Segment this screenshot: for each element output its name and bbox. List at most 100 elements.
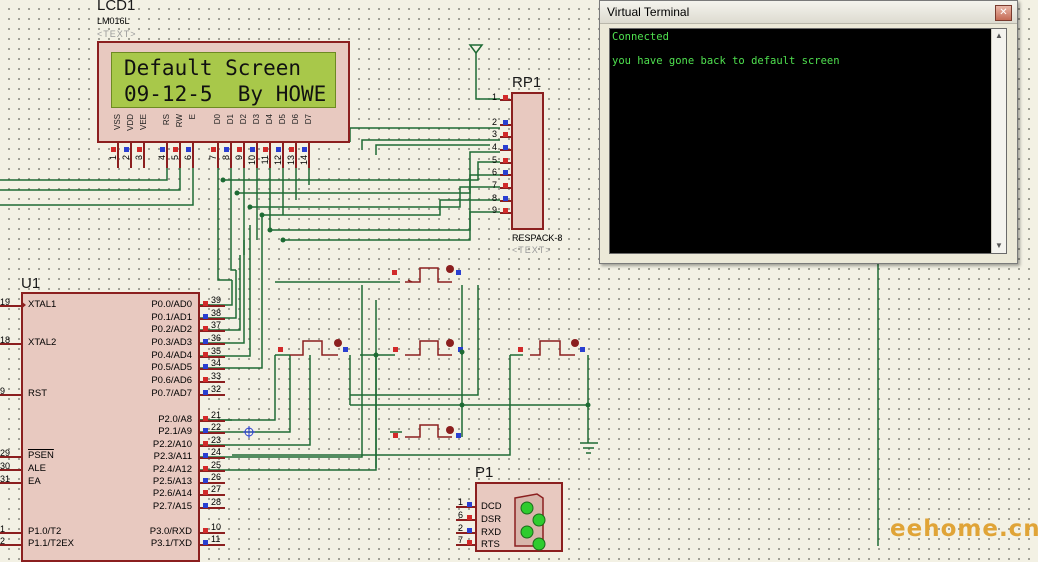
lcd-module[interactable]: Default Screen 09-12-5 By HOWE xyxy=(97,41,350,143)
p1-pin-number: 1 xyxy=(458,497,464,507)
pin-marker xyxy=(503,132,508,137)
lcd-pin-lead xyxy=(192,143,194,168)
pin-marker xyxy=(203,377,208,382)
u1-pin-lead xyxy=(200,381,225,383)
terminal-output[interactable]: Connected you have gone back to default … xyxy=(609,28,1007,254)
lcd-pin-label: RS xyxy=(162,114,171,126)
u1-pin-lead xyxy=(0,532,21,534)
pin-marker xyxy=(203,441,208,446)
rp1-pin-number: 9 xyxy=(492,205,498,215)
clock-pin-arrow-icon xyxy=(21,301,26,309)
pin-marker xyxy=(289,147,294,152)
rp1-model-label: RESPACK-8 xyxy=(512,233,563,243)
virtual-terminal-titlebar[interactable]: Virtual Terminal ✕ xyxy=(600,1,1017,24)
u1-pin-lead xyxy=(200,305,225,307)
u1-pin-lead xyxy=(200,318,225,320)
u1-pin-lead xyxy=(200,394,225,396)
u1-pin-number: 30 xyxy=(0,461,11,471)
lcd-pin-label: E xyxy=(188,114,197,120)
lcd-pin-label: D0 xyxy=(213,114,222,125)
virtual-terminal-window[interactable]: Virtual Terminal ✕ Connected you have go… xyxy=(599,0,1018,264)
p1-pin-label: RXD xyxy=(481,527,502,538)
terminal-scrollbar[interactable]: ▲ ▼ xyxy=(991,29,1006,253)
lcd-pin-label: VSS xyxy=(113,114,122,131)
pin-marker xyxy=(203,390,208,395)
u1-pin-label: P0.2/AD2 xyxy=(151,324,192,335)
pin-marker xyxy=(503,183,508,188)
close-icon[interactable]: ✕ xyxy=(995,5,1012,21)
lcd-pin-lead xyxy=(230,143,232,168)
u1-pin-label: P0.5/AD5 xyxy=(151,362,192,373)
lcd-pin-lead xyxy=(217,143,219,168)
lcd-pin-label: D1 xyxy=(226,114,235,125)
lcd-text-placeholder: <TEXT> xyxy=(97,29,137,39)
pin-marker xyxy=(503,208,508,213)
u1-pin-lead xyxy=(200,343,225,345)
lcd-pin-lead xyxy=(166,143,168,168)
lcd-pin-lead xyxy=(295,143,297,168)
u1-pin-lead xyxy=(200,368,225,370)
u1-pin-number: 9 xyxy=(0,386,6,396)
u1-pin-lead xyxy=(200,507,225,509)
db9-connector-icon xyxy=(514,493,546,551)
u1-pin-label: PSEN xyxy=(28,450,54,461)
pin-marker xyxy=(503,95,508,100)
microcontroller-u1[interactable] xyxy=(21,292,200,562)
u1-pin-number: 31 xyxy=(0,474,11,484)
scroll-up-arrow-icon[interactable]: ▲ xyxy=(995,31,1003,40)
rp1-pin-number: 3 xyxy=(492,129,498,139)
p1-ref-label: P1 xyxy=(475,464,494,481)
u1-pin-label: P2.7/A15 xyxy=(152,501,192,512)
rp1-text-placeholder: <TEXT> xyxy=(512,245,552,255)
scroll-down-arrow-icon[interactable]: ▼ xyxy=(995,241,1003,250)
pin-marker xyxy=(137,147,142,152)
pin-marker xyxy=(203,428,208,433)
serial-connector-p1[interactable] xyxy=(475,482,563,552)
virtual-terminal-title: Virtual Terminal xyxy=(607,5,690,19)
u1-pin-label: P2.5/A13 xyxy=(152,476,192,487)
u1-pin-label: P2.3/A11 xyxy=(153,451,192,462)
lcd-pin-number: 9 xyxy=(234,155,244,161)
u1-pin-label: P2.4/A12 xyxy=(152,464,192,475)
rp1-pin-number: 4 xyxy=(492,142,498,152)
pin-marker xyxy=(203,503,208,508)
pin-marker xyxy=(503,170,508,175)
lcd-pin-label: D3 xyxy=(252,114,261,125)
p1-pin-number: 2 xyxy=(458,523,464,533)
resistor-pack-rp1[interactable] xyxy=(511,92,544,230)
p1-pin-number: 7 xyxy=(458,535,464,545)
lcd-model-label: LM016L xyxy=(97,16,130,26)
u1-pin-number: 1 xyxy=(0,524,6,534)
p1-pin-lead xyxy=(456,519,475,521)
lcd-pin-lead xyxy=(269,143,271,168)
lcd-pin-label: D4 xyxy=(265,114,274,125)
u1-pin-number: 23 xyxy=(211,435,222,445)
lcd-pin-label: RW xyxy=(175,114,184,128)
lcd-pin-label: D5 xyxy=(278,114,287,125)
u1-pin-lead xyxy=(200,544,225,546)
u1-pin-number: 37 xyxy=(211,320,222,330)
u1-pin-lead xyxy=(0,469,21,471)
rp1-pin-number: 2 xyxy=(492,117,498,127)
pin-marker xyxy=(467,502,472,507)
u1-pin-lead xyxy=(200,470,225,472)
pin-marker xyxy=(250,147,255,152)
u1-pin-label: P0.4/AD4 xyxy=(151,350,192,361)
terminal-line: Connected xyxy=(612,31,669,43)
u1-pin-label: P0.3/AD3 xyxy=(151,337,192,348)
lcd-line-1: Default Screen xyxy=(124,56,302,80)
u1-pin-label: P0.7/AD7 xyxy=(151,388,192,399)
u1-ref-label: U1 xyxy=(21,275,41,292)
lcd-pin-number: 4 xyxy=(157,155,167,161)
lcd-line-2: 09-12-5 By HOWE xyxy=(124,82,327,106)
u1-pin-number: 34 xyxy=(211,358,222,368)
rp1-pin-number: 7 xyxy=(492,180,498,190)
rp1-pin-number: 5 xyxy=(492,155,498,165)
u1-pin-number: 29 xyxy=(0,448,11,458)
pin-marker xyxy=(203,301,208,306)
u1-pin-lead xyxy=(0,456,21,458)
u1-pin-lead xyxy=(200,494,225,496)
u1-pin-lead xyxy=(200,457,225,459)
u1-pin-label: P3.0/RXD xyxy=(149,526,192,537)
lcd-pin-lead xyxy=(130,143,132,168)
